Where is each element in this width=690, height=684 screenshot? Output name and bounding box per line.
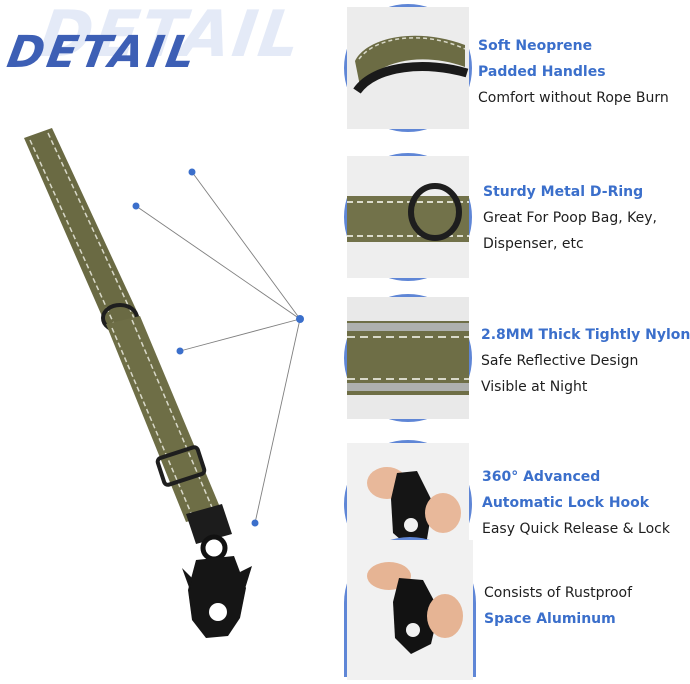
leash-illustration: [24, 128, 304, 638]
feature-text-nylon: 2.8MM Thick Tightly Nylon Safe Reflectiv…: [481, 322, 690, 400]
feature-text-aluminum: Consists of Rustproof Space Aluminum: [484, 580, 632, 632]
d-ring-icon: [347, 156, 469, 278]
feature-description: Great For Poop Bag, Key,: [483, 210, 657, 226]
leash-strap: [24, 128, 232, 544]
feature-highlight: 360° Advanced: [482, 469, 601, 485]
lock-hook: [182, 534, 252, 638]
feature-text-d-ring: Sturdy Metal D-Ring Great For Poop Bag, …: [483, 179, 657, 257]
padded-handle-icon: [347, 7, 469, 129]
feature-circle-handle: [344, 4, 472, 132]
feature-circle-nylon: [344, 294, 472, 422]
feature-highlight: Soft Neoprene: [478, 38, 593, 54]
feature-description: Comfort without Rope Burn: [478, 90, 669, 106]
feature-description: Safe Reflective Design: [481, 353, 639, 369]
aluminum-hook-icon: [347, 540, 473, 680]
feature-text-handle: Soft Neoprene Padded Handles Comfort wit…: [478, 33, 669, 111]
feature-description: Dispenser, etc: [483, 236, 584, 252]
feature-highlight: Space Aluminum: [484, 611, 616, 627]
feature-description: Easy Quick Release & Lock: [482, 521, 670, 537]
product-detail-stage: DETAIL DETAIL: [4, 0, 690, 680]
nylon-strap-icon: [347, 297, 469, 419]
feature-highlight: Automatic Lock Hook: [482, 495, 650, 511]
feature-text-hook: 360° Advanced Automatic Lock Hook Easy Q…: [482, 464, 670, 542]
feature-description: Visible at Night: [481, 379, 588, 395]
feature-circle-aluminum: [344, 537, 476, 680]
feature-highlight: Padded Handles: [478, 64, 606, 80]
feature-highlight: Sturdy Metal D-Ring: [483, 184, 644, 200]
pointer-lines: [135, 171, 301, 524]
pointer-dots: [132, 168, 304, 527]
feature-description: Consists of Rustproof: [484, 585, 633, 601]
feature-highlight: 2.8MM Thick Tightly Nylon: [481, 327, 690, 343]
slider-buckle: [155, 445, 207, 487]
feature-circle-d-ring: [344, 153, 472, 281]
